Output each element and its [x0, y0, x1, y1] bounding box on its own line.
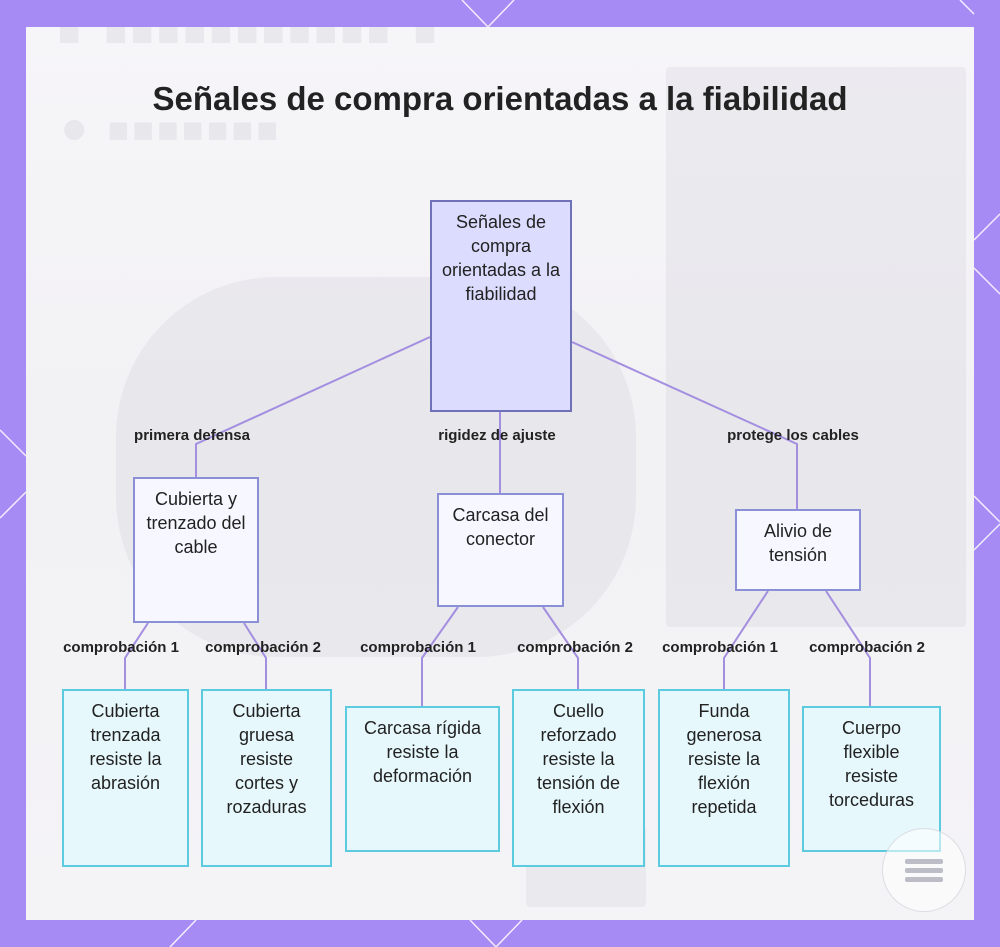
leaf-node: Carcasa rígida resiste la deformación	[345, 706, 500, 852]
edge-label-check: comprobación 2	[809, 639, 925, 656]
edge-branch-2-check-1	[422, 607, 458, 706]
edge-label-branch-2: rigidez de ajuste	[438, 427, 556, 444]
edge-root-branch-1	[196, 337, 430, 477]
edge-branch-1-check-1	[125, 623, 148, 689]
leaf-node: Cubierta trenzada resiste la abrasión	[62, 689, 189, 867]
watermark-badge-icon	[882, 828, 966, 912]
edge-label-check: comprobación 2	[517, 639, 633, 656]
leaf-node: Funda generosa resiste la flexión repeti…	[658, 689, 790, 867]
leaf-node: Cuello reforzado resiste la tensión de f…	[512, 689, 645, 867]
edge-label-branch-1: primera defensa	[134, 427, 250, 444]
edge-label-check: comprobación 1	[662, 639, 778, 656]
edge-branch-1-check-2	[244, 623, 266, 689]
edge-label-check: comprobación 2	[205, 639, 321, 656]
branch-node-connector-housing: Carcasa del conector	[437, 493, 564, 607]
edge-label-check: comprobación 1	[63, 639, 179, 656]
edge-root-branch-3	[572, 342, 797, 509]
root-node: Señales de compra orientadas a la fiabil…	[430, 200, 572, 412]
branch-node-cable-jacket: Cubierta y trenzado del cable	[133, 477, 259, 623]
branch-node-strain-relief: Alivio de tensión	[735, 509, 861, 591]
leaf-node: Cubierta gruesa resiste cortes y rozadur…	[201, 689, 332, 867]
edge-label-check: comprobación 1	[360, 639, 476, 656]
edge-label-branch-3: protege los cables	[727, 427, 859, 444]
